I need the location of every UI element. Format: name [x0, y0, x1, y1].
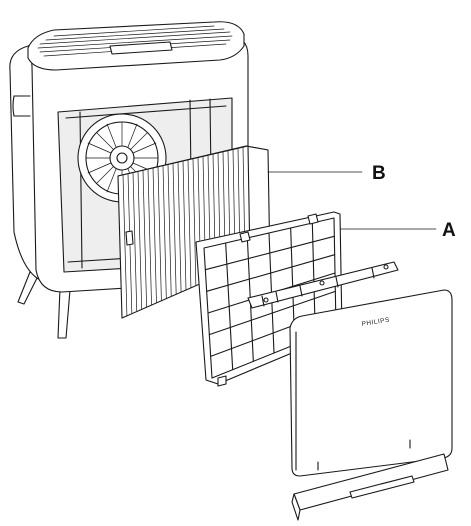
pleat-line: [157, 166, 162, 302]
pleat-line: [142, 169, 147, 308]
pleat-line: [147, 168, 152, 306]
mesh-line-horizontal: [204, 235, 335, 271]
mounting-rail: [247, 261, 399, 309]
top-handle-slot: [109, 41, 173, 55]
front-left-leg: [57, 287, 71, 339]
pleat-line: [177, 161, 182, 293]
pleat-line: [187, 159, 192, 289]
mesh-line-horizontal: [208, 290, 336, 336]
filter-a-clip-left: [239, 231, 251, 243]
pleat-line: [167, 164, 172, 297]
pleat-line: [152, 167, 157, 304]
filter-a-clip-right: [307, 213, 319, 225]
front-cover: PHILIPS: [289, 289, 453, 477]
bottom-tray: [291, 453, 449, 521]
pleat-line: [172, 162, 177, 295]
side-handle: [13, 95, 31, 117]
pleat-line: [122, 174, 128, 317]
callout-b-label: B: [372, 163, 386, 184]
brand-logo: PHILIPS: [361, 317, 390, 328]
front-cover-panel: [289, 289, 453, 477]
callout-a-label: A: [442, 220, 456, 241]
filter-b-tab: [125, 230, 134, 246]
pleat-line: [182, 160, 187, 291]
filter-a-foot: [217, 375, 227, 387]
bottom-tray-slot: [349, 475, 415, 499]
pleat-line: [192, 158, 197, 287]
top-grille-slats: [37, 25, 233, 57]
mesh-line-horizontal: [206, 254, 336, 292]
callout-a: A: [339, 220, 456, 241]
pleat-line: [162, 165, 167, 299]
pleat-line: [137, 171, 143, 310]
callout-b: B: [267, 163, 386, 184]
pleat-line: [132, 172, 138, 312]
